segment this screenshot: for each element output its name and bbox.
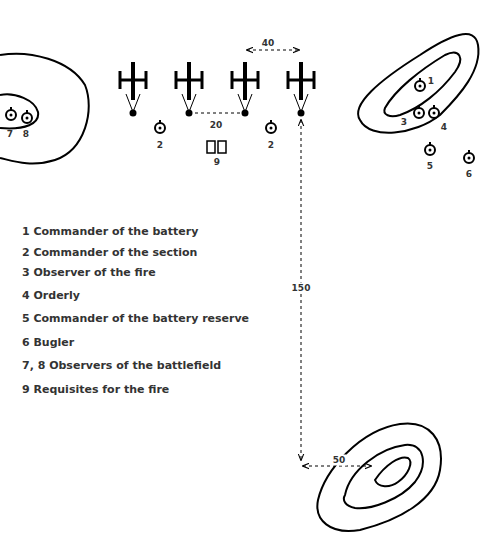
key-entry: 4 Orderly	[22, 290, 80, 301]
callout-number: 20	[210, 121, 223, 130]
soldier	[266, 120, 276, 133]
key-entry: 3 Observer of the fire	[22, 267, 156, 278]
callout-number: 50	[332, 455, 347, 466]
soldier	[429, 105, 439, 118]
gun	[176, 62, 202, 117]
callout-number: 2	[157, 141, 163, 150]
gun-symbols	[120, 62, 314, 117]
callout-number: 40	[262, 39, 275, 48]
gun	[288, 62, 314, 117]
soldier	[22, 110, 32, 123]
dimension-lines	[189, 50, 371, 466]
key-entry: 2 Commander of the section	[22, 247, 197, 258]
soldier-symbols	[6, 78, 474, 163]
requisites-boxes	[207, 141, 226, 153]
callout-number: 9	[214, 158, 220, 167]
soldier	[415, 78, 425, 91]
callout-number: 8	[23, 130, 29, 139]
soldier	[464, 150, 474, 163]
callout-number: 150	[291, 283, 312, 294]
gun	[120, 62, 146, 117]
callout-number: 4	[441, 123, 447, 132]
callout-number: 2	[268, 141, 274, 150]
soldier	[6, 107, 16, 120]
key-entry: 9 Requisites for the fire	[22, 384, 169, 395]
key-entry: 1 Commander of the battery	[22, 226, 198, 237]
soldier	[414, 105, 424, 118]
callout-number: 6	[466, 170, 472, 179]
callout-number: 1	[428, 77, 434, 86]
soldier	[425, 142, 435, 155]
callout-number: 3	[401, 118, 407, 127]
soldier	[155, 120, 165, 133]
key-entry: 7, 8 Observers of the battlefield	[22, 360, 221, 371]
key-entry: 6 Bugler	[22, 337, 74, 348]
key-entry: 5 Commander of the battery reserve	[22, 313, 249, 324]
gun	[232, 62, 258, 117]
callout-number: 5	[427, 162, 433, 171]
callout-number: 7	[7, 130, 13, 139]
contour-lines	[0, 34, 478, 531]
